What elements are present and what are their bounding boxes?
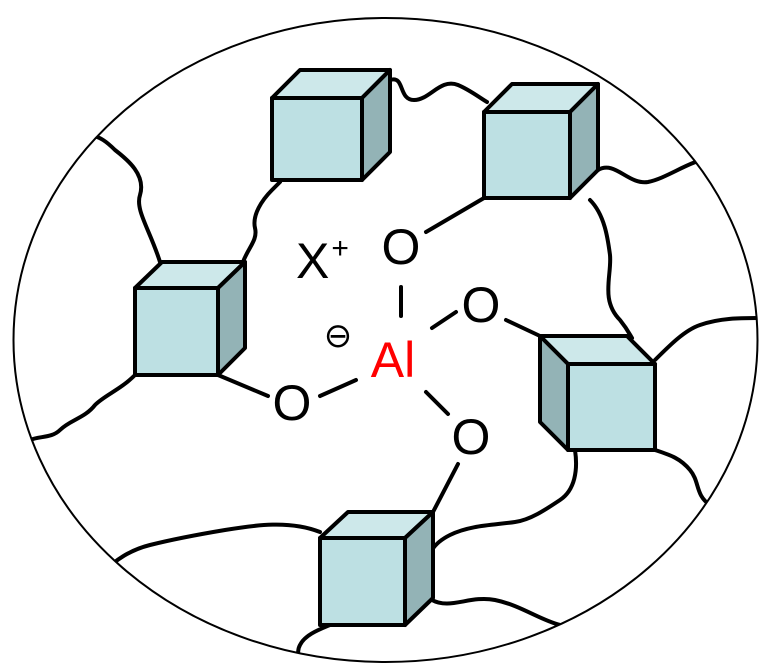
chain-left-bottom (28, 373, 137, 442)
bond-o-left-to-cube (216, 373, 270, 398)
chain-left-top (93, 134, 162, 264)
chain-bottom-left-out (98, 522, 322, 577)
chain-right-lower (653, 448, 742, 510)
chain-upper-to-right (588, 198, 634, 340)
chain-right-out (653, 316, 758, 362)
chain-bottom-down (296, 623, 332, 662)
chain-top-to-upper (388, 77, 489, 104)
cation-label: X+ (296, 232, 349, 289)
cube-right (538, 334, 657, 452)
bond-al-to-o-left (318, 378, 358, 398)
anion-charge-label: ⊖ (324, 317, 353, 355)
bond-o-bottom-to-cube (431, 462, 460, 514)
cube-bottom (318, 510, 435, 627)
oxygen-left-label: O (273, 375, 312, 431)
oxygen-right-label: O (462, 277, 501, 333)
oxygen-bottom-label: O (452, 409, 491, 465)
cube-top (270, 68, 392, 182)
cube-left (133, 260, 247, 377)
bond-al-to-o-bottom (424, 390, 450, 416)
oxygen-top-label: O (382, 219, 421, 275)
framework-chains (28, 77, 758, 662)
chain-upper-right-out (596, 155, 747, 185)
bond-al-to-o-right (430, 310, 458, 330)
bond-o-top-to-cube (424, 196, 486, 234)
pore-boundary-ellipse (12, 17, 759, 663)
bond-o-right-to-cube (504, 318, 542, 338)
bonds (216, 196, 542, 514)
metal-label: Al (371, 332, 415, 388)
chain-left-to-top (241, 180, 282, 264)
cube-upper-right (482, 82, 600, 200)
chain-right-to-bottom (430, 448, 579, 552)
